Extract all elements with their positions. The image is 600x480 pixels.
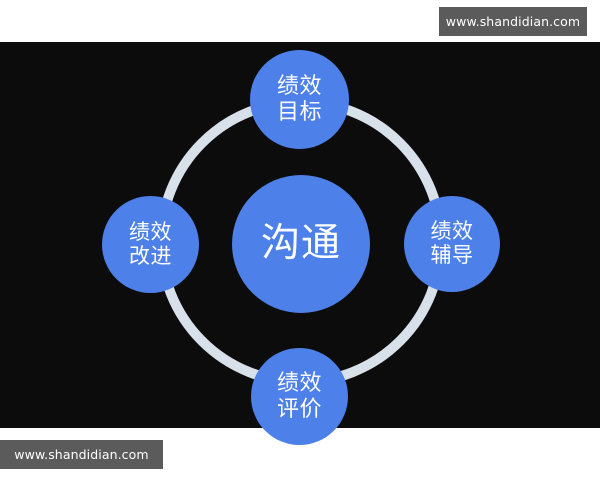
cycle-node-performance-improvement[interactable]: 绩效 改进 bbox=[102, 196, 199, 293]
node-label-line-1: 绩效 bbox=[129, 219, 172, 244]
performance-cycle-diagram: 绩效 目标 绩效 辅导 绩效 评价 绩效 改进 沟通 bbox=[0, 42, 600, 445]
cycle-node-performance-coaching[interactable]: 绩效 辅导 bbox=[404, 196, 500, 292]
node-label-line-2: 目标 bbox=[276, 99, 322, 125]
cycle-node-communication[interactable]: 沟通 bbox=[232, 175, 370, 313]
watermark-bottom-left: www.shandidian.com bbox=[0, 440, 163, 469]
node-label-line-2: 辅导 bbox=[430, 243, 474, 267]
node-label-line-1: 绩效 bbox=[276, 371, 322, 397]
node-label-line-1: 绩效 bbox=[276, 74, 322, 100]
node-label-line-2: 评价 bbox=[276, 396, 322, 422]
node-label-line-2: 改进 bbox=[129, 243, 172, 268]
node-label-line-1: 绩效 bbox=[430, 219, 474, 244]
watermark-top-right: www.shandidian.com bbox=[439, 7, 587, 36]
cycle-node-performance-goal[interactable]: 绩效 目标 bbox=[250, 50, 349, 149]
node-label-line-1: 沟通 bbox=[260, 220, 341, 266]
cycle-node-performance-evaluation[interactable]: 绩效 评价 bbox=[251, 348, 348, 445]
